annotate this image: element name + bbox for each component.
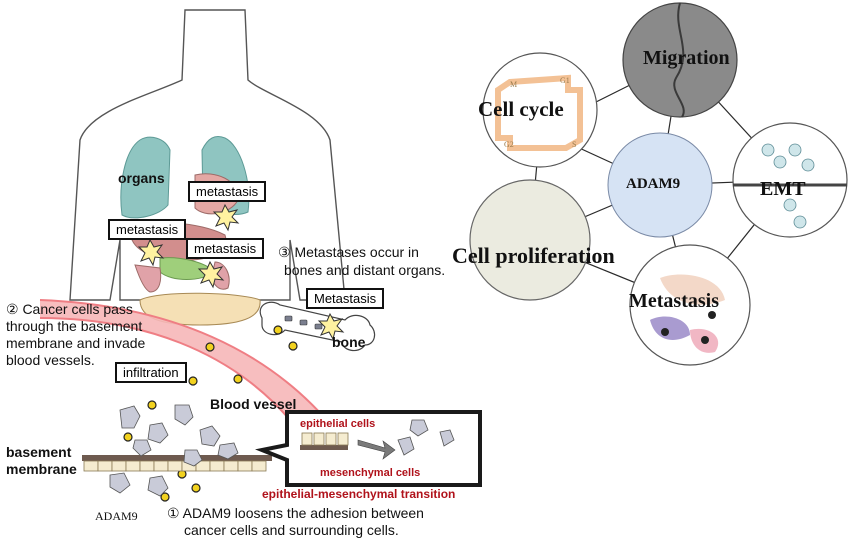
- emt-transition-label: epithelial-mesenchymal transition: [262, 487, 456, 501]
- node-label-cell-cycle: Cell cycle: [478, 97, 564, 121]
- phase-g2: G2: [504, 140, 514, 149]
- circulating-cells: [123, 325, 298, 502]
- emt-inset: [255, 410, 482, 487]
- cancer-cells: [109, 404, 239, 497]
- node-emt: [732, 122, 848, 238]
- metastasis-box-bone: Metastasis: [306, 288, 385, 309]
- step1-line1: ① ADAM9 loosens the adhesion between: [167, 505, 424, 521]
- node-label-adam9: ADAM9: [626, 176, 681, 192]
- epithelial-cells-label: epithelial cells: [300, 418, 376, 430]
- bone-label: bone: [332, 334, 366, 350]
- node-adam9: [607, 132, 713, 238]
- step2-line2: through the basement: [6, 318, 143, 334]
- blood-vessel-label: Blood vessel: [210, 396, 297, 412]
- node-label-metastasis: Metastasis: [629, 290, 719, 312]
- step2-line1: ② Cancer cells pass: [6, 301, 133, 317]
- metastasis-box-lung: metastasis: [188, 181, 267, 202]
- phase-s: S: [572, 140, 577, 149]
- node-label-proliferation: Cell proliferation: [452, 243, 615, 268]
- node-migration: [622, 2, 738, 118]
- node-cell-cycle: [482, 52, 598, 168]
- step2-line3: membrane and invade: [6, 335, 146, 351]
- node-metastasis: [629, 244, 751, 366]
- step3-line1: ③ Metastases occur in: [278, 244, 419, 260]
- node-label-migration: Migration: [643, 47, 730, 69]
- node-proliferation: [469, 179, 591, 301]
- step3-line2: bones and distant organs.: [284, 262, 446, 278]
- basement-membrane: [82, 455, 272, 472]
- node-label-emt: EMT: [760, 178, 806, 200]
- metastasis-stars: [137, 203, 345, 341]
- mesenchymal-cells-label: mesenchymal cells: [320, 467, 421, 479]
- metastasis-box-liver: metastasis: [108, 219, 187, 240]
- phase-g1: G1: [560, 76, 570, 85]
- organs-label: organs: [118, 170, 165, 186]
- basement-label-line1: basement: [6, 444, 72, 460]
- step2-line4: blood vessels.: [6, 352, 95, 368]
- infiltration-box: infiltration: [115, 362, 187, 383]
- basement-label-line2: membrane: [6, 461, 77, 477]
- phase-m: M: [510, 80, 518, 89]
- adam9-label: ADAM9: [95, 509, 138, 523]
- step1-line2: cancer cells and surrounding cells.: [184, 522, 399, 538]
- metastasis-box-abdomen: metastasis: [186, 238, 265, 259]
